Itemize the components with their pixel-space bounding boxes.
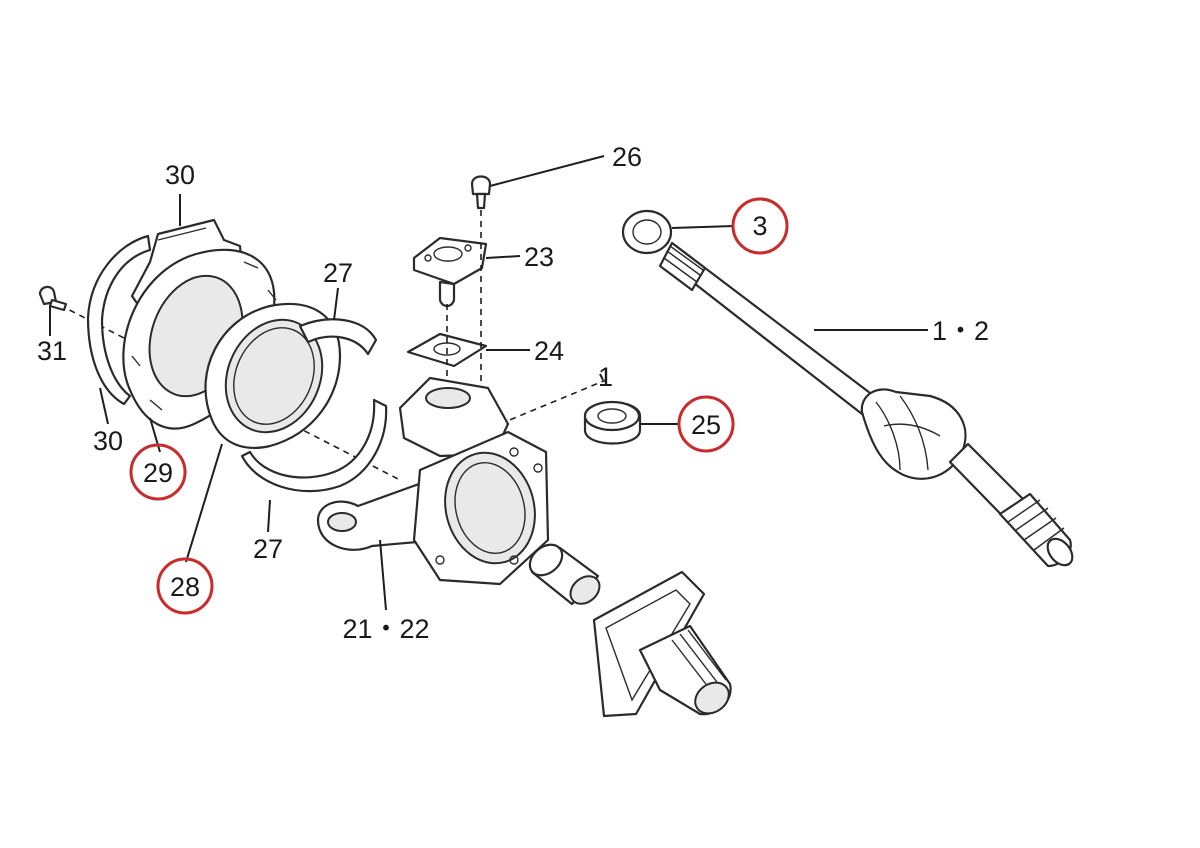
callout-25: 25 — [691, 410, 721, 440]
callout-21-22: 21・22 — [342, 614, 429, 644]
leader-26 — [489, 155, 605, 187]
leader-3 — [671, 225, 735, 229]
callout-30-top: 30 — [165, 160, 195, 190]
assembly-line-bearing — [499, 379, 607, 425]
callout-23: 23 — [524, 242, 554, 272]
highlight-ring-28 — [156, 557, 214, 615]
callout-27-top: 27 — [323, 258, 353, 288]
callout-1: 1 — [598, 362, 613, 392]
plate-outer-part — [86, 234, 152, 406]
king-pin-cap-part — [412, 236, 488, 308]
leader-27-bottom — [267, 499, 271, 533]
callout-27-bottom: 27 — [253, 534, 283, 564]
bolt-part — [470, 175, 492, 210]
highlight-ring-29 — [129, 443, 187, 501]
leader-28 — [185, 443, 223, 563]
wheel-spindle-part — [592, 570, 732, 718]
bearing-part — [583, 400, 642, 445]
retainer-upper-part — [298, 318, 378, 356]
callout-1-2: 1・2 — [932, 316, 989, 346]
bushing-part — [528, 543, 601, 606]
callout-31: 31 — [37, 336, 67, 366]
callout-28: 28 — [170, 572, 200, 602]
callout-3: 3 — [752, 211, 767, 241]
oil-seal-part — [621, 209, 673, 255]
leader-30-bottom — [99, 387, 109, 425]
small-bolt-part — [38, 285, 68, 312]
callout-30-bottom: 30 — [93, 426, 123, 456]
leader-27-top — [333, 287, 339, 321]
highlight-ring-3 — [731, 197, 789, 255]
leader-2122 — [379, 539, 387, 611]
leader-23 — [485, 255, 521, 259]
axle-shaft-part — [658, 241, 1074, 568]
highlight-ring-25 — [677, 395, 735, 453]
callout-29: 29 — [143, 458, 173, 488]
callout-24: 24 — [534, 336, 564, 366]
leader-1 — [599, 373, 604, 381]
retainer-lower-part — [240, 398, 388, 493]
steering-knuckle-part — [316, 376, 550, 586]
callout-26: 26 — [612, 142, 642, 172]
